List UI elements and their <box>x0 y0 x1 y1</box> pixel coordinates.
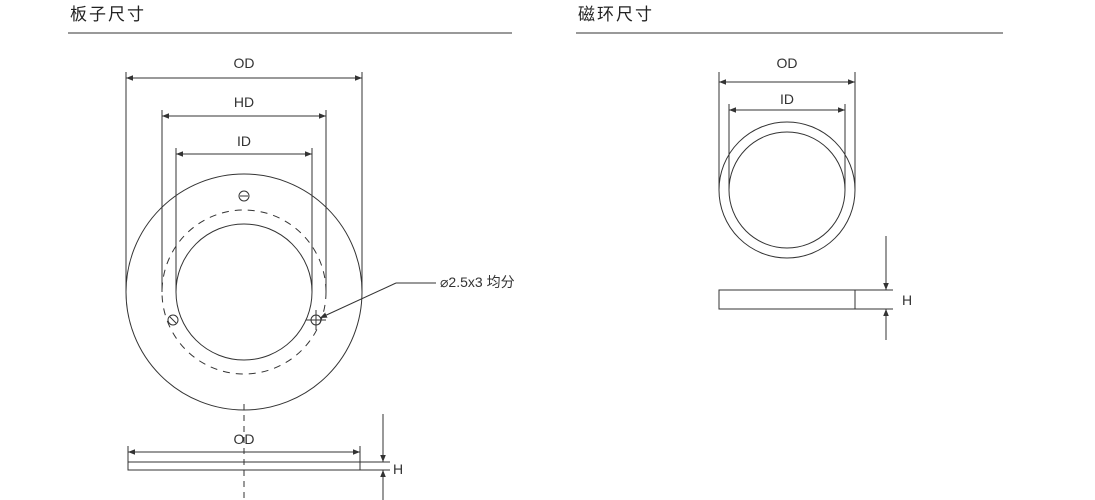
hole-note-label: ⌀2.5x3 均分 <box>440 274 515 290</box>
plate-hd-label: HD <box>234 94 254 110</box>
plate-side-view: OD H <box>127 414 403 500</box>
plate-section-title: 板子尺寸 <box>70 5 146 25</box>
ring-section-title: 磁环尺寸 <box>578 5 654 25</box>
plate-side-od-label: OD <box>234 431 255 447</box>
mounting-hole-left <box>167 314 179 326</box>
ring-side-h-label: H <box>902 292 912 308</box>
ring-outer-circle <box>718 121 856 259</box>
plate-outer-circle <box>125 173 363 411</box>
ring-section: 磁环尺寸 OD ID H <box>576 5 1003 340</box>
ring-top-view: OD ID <box>718 55 856 259</box>
plate-section: 板子尺寸 <box>68 5 515 500</box>
ring-side-rect <box>718 289 856 310</box>
mounting-hole-top <box>238 190 250 202</box>
hole-callout: ⌀2.5x3 均分 <box>319 274 515 319</box>
plate-side-h-label: H <box>393 461 403 477</box>
plate-hole-circle <box>161 209 327 375</box>
ring-id-dimension: ID <box>728 91 846 190</box>
plate-side-rect <box>127 461 361 471</box>
plate-od-dimension: OD <box>125 55 363 292</box>
ring-side-view: H <box>718 236 912 340</box>
ring-od-label: OD <box>777 55 798 71</box>
ring-id-label: ID <box>780 91 794 107</box>
plate-top-view: OD HD ID ⌀2.5x3 均分 <box>125 55 515 500</box>
mounting-hole-right <box>306 310 326 330</box>
plate-id-dimension: ID <box>175 133 313 292</box>
plate-inner-circle <box>175 223 313 361</box>
ring-inner-circle <box>728 131 846 249</box>
plate-od-label: OD <box>234 55 255 71</box>
plate-id-label: ID <box>237 133 251 149</box>
plate-hd-dimension: HD <box>161 94 327 292</box>
ring-od-dimension: OD <box>718 55 856 190</box>
